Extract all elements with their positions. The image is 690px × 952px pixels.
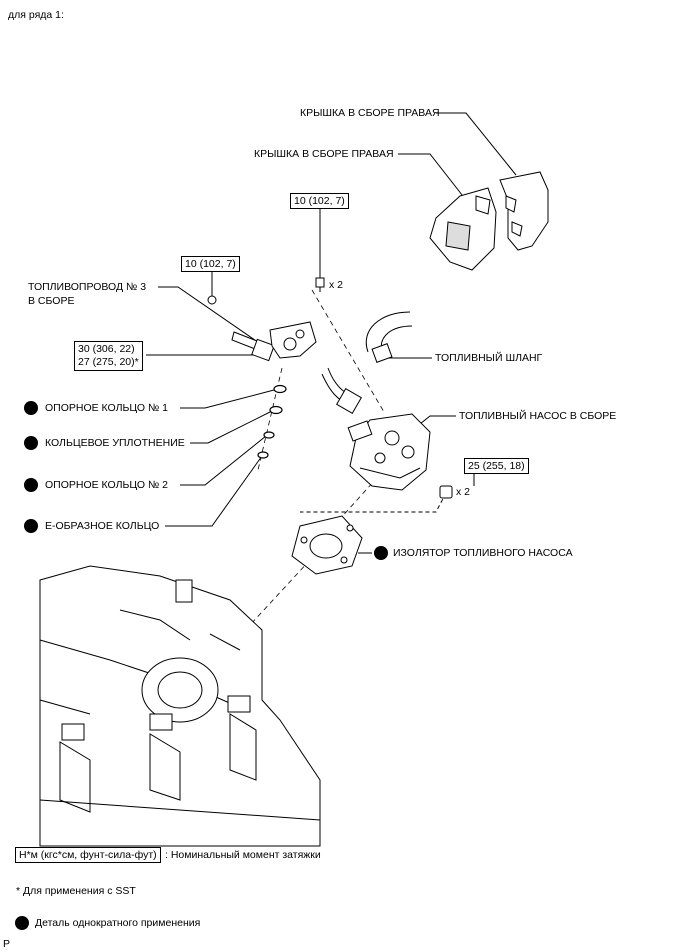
torque-box-1: 10 (102, 7) <box>290 193 349 209</box>
quantity-2: x 2 <box>456 486 471 498</box>
torque-value-1: 10 (102, 7) <box>294 195 345 207</box>
label-cover-right-2: КРЫШКА В СБОРЕ ПРАВАЯ <box>254 148 394 160</box>
legend-torque-units: Н*м (кгс*см, фунт-сила-фут) <box>19 849 157 861</box>
leader-o-ring <box>190 410 273 444</box>
label-fuel-hose: ТОПЛИВНЫЙ ШЛАНГ <box>435 352 543 364</box>
non-reusable-marker-1 <box>24 401 38 415</box>
label-backup-ring-1: ОПОРНОЕ КОЛЬЦО № 1 <box>45 402 169 414</box>
leader-cover-right-2 <box>398 153 467 201</box>
label-o-ring: КОЛЬЦЕВОЕ УПЛОТНЕНИЕ <box>45 437 185 449</box>
footer-code: P <box>3 938 11 950</box>
torque-value-3a: 30 (306, 22) <box>78 343 135 355</box>
leader-cover-right-1 <box>436 112 517 176</box>
leader-backup-ring-2 <box>180 435 267 486</box>
non-reusable-marker-3 <box>24 478 38 492</box>
torque-value-2: 10 (102, 7) <box>185 258 236 270</box>
label-pump-insulator: ИЗОЛЯТОР ТОПЛИВНОГО НАСОСА <box>393 547 573 559</box>
label-fuel-line-1: ТОПЛИВОПРОВОД № 3 <box>28 281 147 293</box>
label-cover-right-1: КРЫШКА В СБОРЕ ПРАВАЯ <box>300 107 440 119</box>
non-reusable-marker-2 <box>24 436 38 450</box>
legend-torque-desc: : Номинальный момент затяжки <box>165 849 321 861</box>
label-fuel-line-2: В СБОРЕ <box>28 295 75 307</box>
torque-box-3: 30 (306, 22) 27 (275, 20)* <box>74 341 143 371</box>
legend-sst-note: * Для применения с SST <box>16 885 136 897</box>
non-reusable-marker-4 <box>24 519 38 533</box>
legend-non-reusable-marker <box>15 916 29 930</box>
torque-value-4: 25 (255, 18) <box>468 460 525 472</box>
legend-torque-box: Н*м (кгс*см, фунт-сила-фут) <box>15 847 161 863</box>
label-e-ring: Е-ОБРАЗНОЕ КОЛЬЦО <box>45 520 160 532</box>
label-backup-ring-2: ОПОРНОЕ КОЛЬЦО № 2 <box>45 479 169 491</box>
leader-backup-ring-1 <box>180 389 275 409</box>
label-fuel-pump: ТОПЛИВНЫЙ НАСОС В СБОРЕ <box>459 410 617 422</box>
leader-fuel-line <box>158 286 263 346</box>
torque-box-4: 25 (255, 18) <box>464 458 529 474</box>
legend-non-reusable: Деталь однократного применения <box>35 917 201 929</box>
non-reusable-marker-5 <box>374 546 388 560</box>
leader-e-ring <box>165 455 263 527</box>
quantity-1: x 2 <box>329 279 344 291</box>
page-title: для ряда 1: <box>8 9 64 21</box>
torque-box-2: 10 (102, 7) <box>181 256 240 272</box>
torque-value-3b: 27 (275, 20)* <box>78 356 139 368</box>
